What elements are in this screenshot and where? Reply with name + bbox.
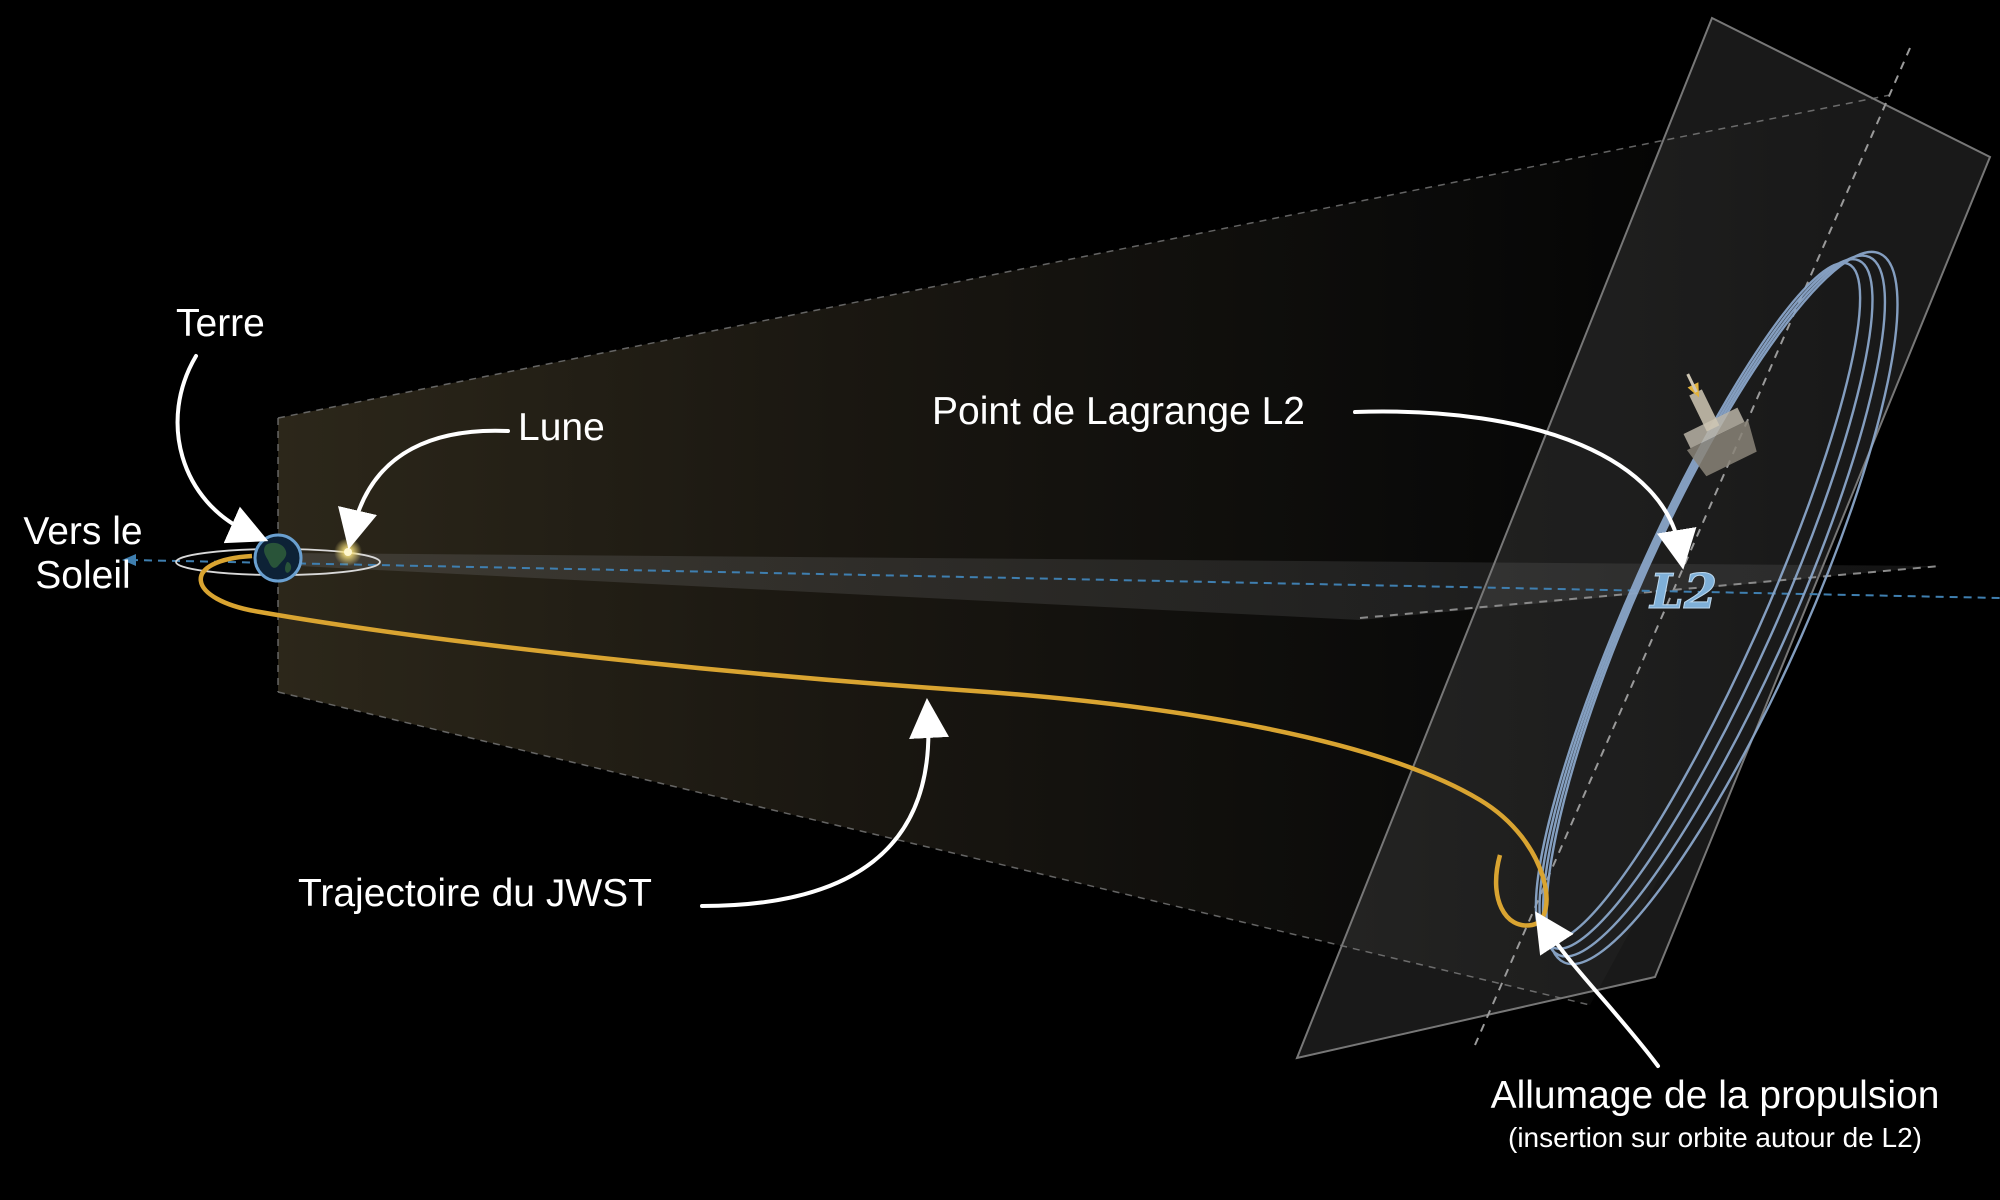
- moon-label: Lune: [518, 406, 605, 449]
- moon-dot-icon: [334, 538, 362, 566]
- ecliptic-axis: [129, 559, 2000, 599]
- ecliptic-dashed-line: [1359, 565, 1941, 619]
- sun-direction-label-line-2: Soleil: [35, 553, 131, 597]
- shadow-cone: [278, 95, 1890, 1005]
- l2-arrow: [1353, 409, 1697, 570]
- l2-point-label: Point de Lagrange L2: [932, 390, 1305, 433]
- trajectory-label: Trajectoire du JWST: [298, 872, 652, 915]
- moon-arrow: [338, 428, 510, 550]
- earth-globe-icon: [253, 533, 303, 583]
- sun-direction-label: Vers le Soleil: [18, 510, 148, 597]
- label-arrows: [175, 354, 1697, 1068]
- earth-label: Terre: [176, 302, 265, 345]
- sun-direction-arrowhead: [122, 554, 136, 566]
- l2-marker-text: L2: [1648, 564, 1717, 620]
- propulsion-label-detail: (insertion sur orbite autour de L2): [1508, 1121, 1922, 1153]
- propulsion-arrow: [1535, 911, 1660, 1068]
- trajectory-arrow: [700, 698, 950, 908]
- jwst-telescope-icon: [1683, 373, 1757, 477]
- sun-direction-label-line-1: Vers le: [23, 510, 143, 553]
- propulsion-label-title: Allumage de la propulsion: [1490, 1074, 1940, 1117]
- earth-arrow: [175, 354, 269, 544]
- propulsion-label: Allumage de la propulsion (insertion sur…: [1430, 1074, 2000, 1153]
